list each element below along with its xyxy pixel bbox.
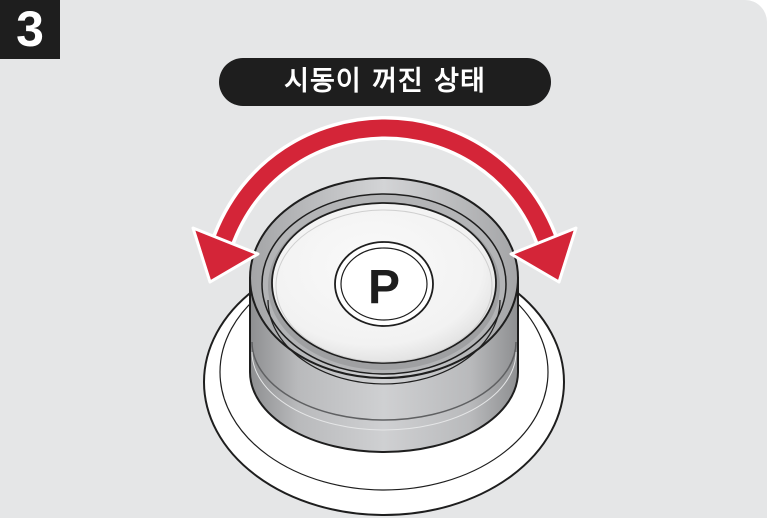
engine-off-status-label: 시동이 꺼진 상태 — [219, 58, 551, 106]
park-gear-letter: P — [368, 261, 400, 314]
step-number-badge: 3 — [0, 0, 60, 59]
park-indicator: P — [334, 241, 434, 327]
rotation-arrow-icon — [191, 115, 578, 284]
